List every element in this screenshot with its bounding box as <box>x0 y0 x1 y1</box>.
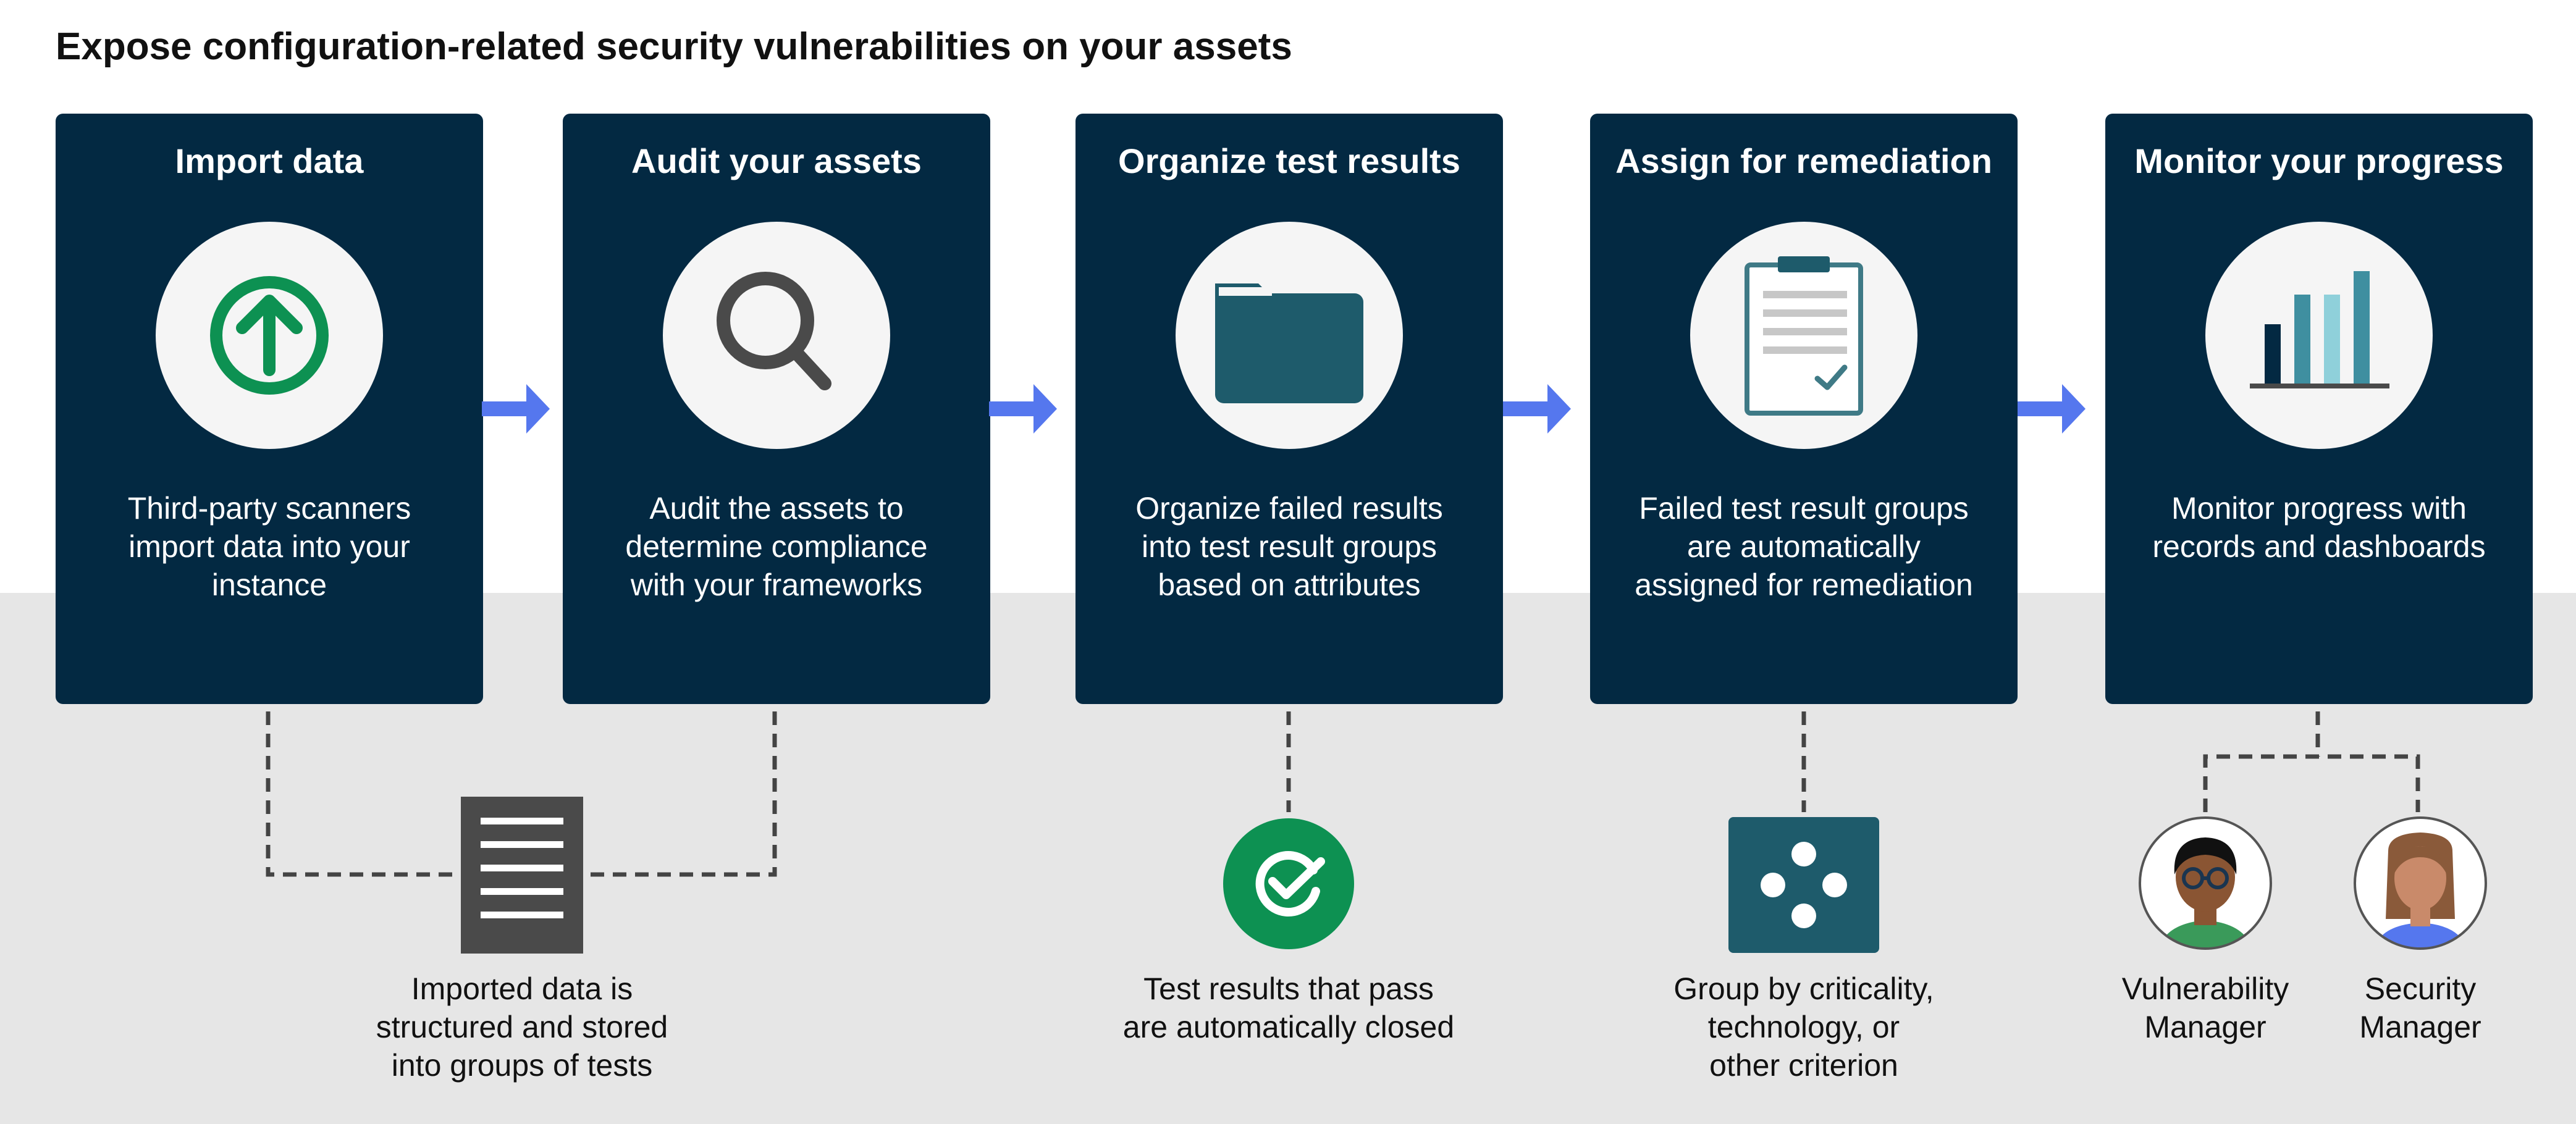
check-badge-icon <box>1223 818 1354 949</box>
step-monitor-progress: Monitor your progress Monitor progress w… <box>2105 114 2533 704</box>
step-icon-circle <box>2205 222 2433 449</box>
outcome-passed-label: Test results that pass are automatically… <box>1122 971 1455 1044</box>
role-security-manager-label: Security Manager <box>2359 971 2481 1044</box>
step-description: Monitor progress with records and dashbo… <box>2152 491 2486 564</box>
step-description: Audit the assets to determine compliance… <box>625 491 928 602</box>
step-icon-circle <box>663 222 890 449</box>
arrow-right-icon <box>482 384 550 434</box>
bar-chart-icon <box>2250 271 2389 388</box>
step-organize-results: Organize test results Organize failed re… <box>1075 114 1503 704</box>
page-title: Expose configuration-related security vu… <box>56 25 1292 68</box>
step-description: Third-party scanners import data into yo… <box>127 491 411 602</box>
security-manager-avatar-icon <box>2351 814 2490 952</box>
folder-icon <box>1215 283 1363 403</box>
outcome-document-label: Imported data is structured and stored i… <box>376 971 668 1083</box>
step-description: Organize failed results into test result… <box>1135 491 1443 602</box>
arrow-right-icon <box>1503 384 1571 434</box>
step-title: Import data <box>175 141 364 180</box>
step-title: Organize test results <box>1118 141 1460 180</box>
step-description: Failed test result groups are automatica… <box>1635 491 1973 602</box>
step-title: Monitor your progress <box>2134 141 2504 180</box>
clipboard-icon <box>1745 256 1863 416</box>
arrow-right-icon <box>2018 384 2086 434</box>
step-assign-remediation: Assign for remediation Failed test resul… <box>1590 114 2018 704</box>
step-import-data: Import data Third-party scanners import … <box>56 114 483 704</box>
magnifier-icon <box>717 272 831 390</box>
role-vulnerability-manager-label: Vulnerability Manager <box>2121 971 2289 1044</box>
vulnerability-manager-avatar-icon <box>2136 814 2275 952</box>
upload-arrow-icon <box>210 276 329 395</box>
step-audit-assets: Audit your assets Audit the assets to de… <box>563 114 990 704</box>
step-title: Audit your assets <box>631 141 922 180</box>
step-title: Assign for remediation <box>1615 141 1992 180</box>
step-icon-circle <box>1176 222 1403 449</box>
arrow-right-icon <box>989 384 1057 434</box>
dots-group-icon <box>1728 817 1879 953</box>
step-icon-circle <box>156 222 383 449</box>
document-icon <box>461 797 583 954</box>
outcome-group-label: Group by criticality, technology, or oth… <box>1673 971 1934 1083</box>
step-icon-circle <box>1690 222 1917 449</box>
